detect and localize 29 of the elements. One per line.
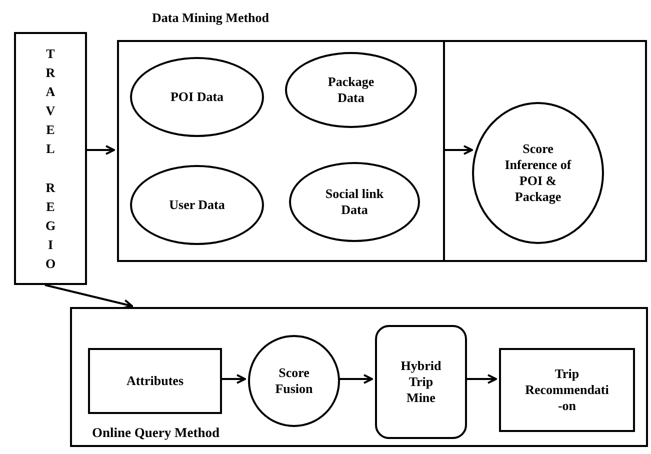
data-ellipse (130, 57, 264, 137)
inference-circle (472, 102, 604, 244)
node-label: User Data (169, 196, 225, 214)
node-label: Social link Data (324, 186, 385, 218)
node-label: Trip Recommendati -on (524, 366, 610, 414)
arrow (443, 145, 473, 155)
process-box (375, 325, 467, 439)
data-ellipse (289, 162, 420, 242)
node-label: Score Inference of POI & Package (504, 140, 572, 206)
process-box (499, 348, 635, 432)
node-label: Score Fusion (274, 364, 314, 398)
data-ellipse (285, 52, 417, 128)
node-label: POI Data (170, 88, 224, 106)
arrow (44, 284, 133, 309)
arrow (465, 374, 497, 384)
node-label: Attributes (126, 372, 184, 390)
vertical-label: TRAVEL REGIO (44, 45, 57, 273)
node-label: Online Query Method (92, 425, 220, 442)
process-box (88, 348, 222, 414)
arrow (338, 374, 373, 384)
process-circle (248, 335, 340, 427)
region-box (14, 32, 87, 285)
node-label: Package Data (326, 74, 376, 106)
arrow (220, 374, 246, 384)
arrow (87, 145, 115, 155)
node-label: Hybrid Trip Mine (400, 358, 442, 406)
data-ellipse (130, 165, 264, 245)
method-panel (70, 307, 648, 447)
node-label: Data Mining Method (152, 10, 269, 26)
